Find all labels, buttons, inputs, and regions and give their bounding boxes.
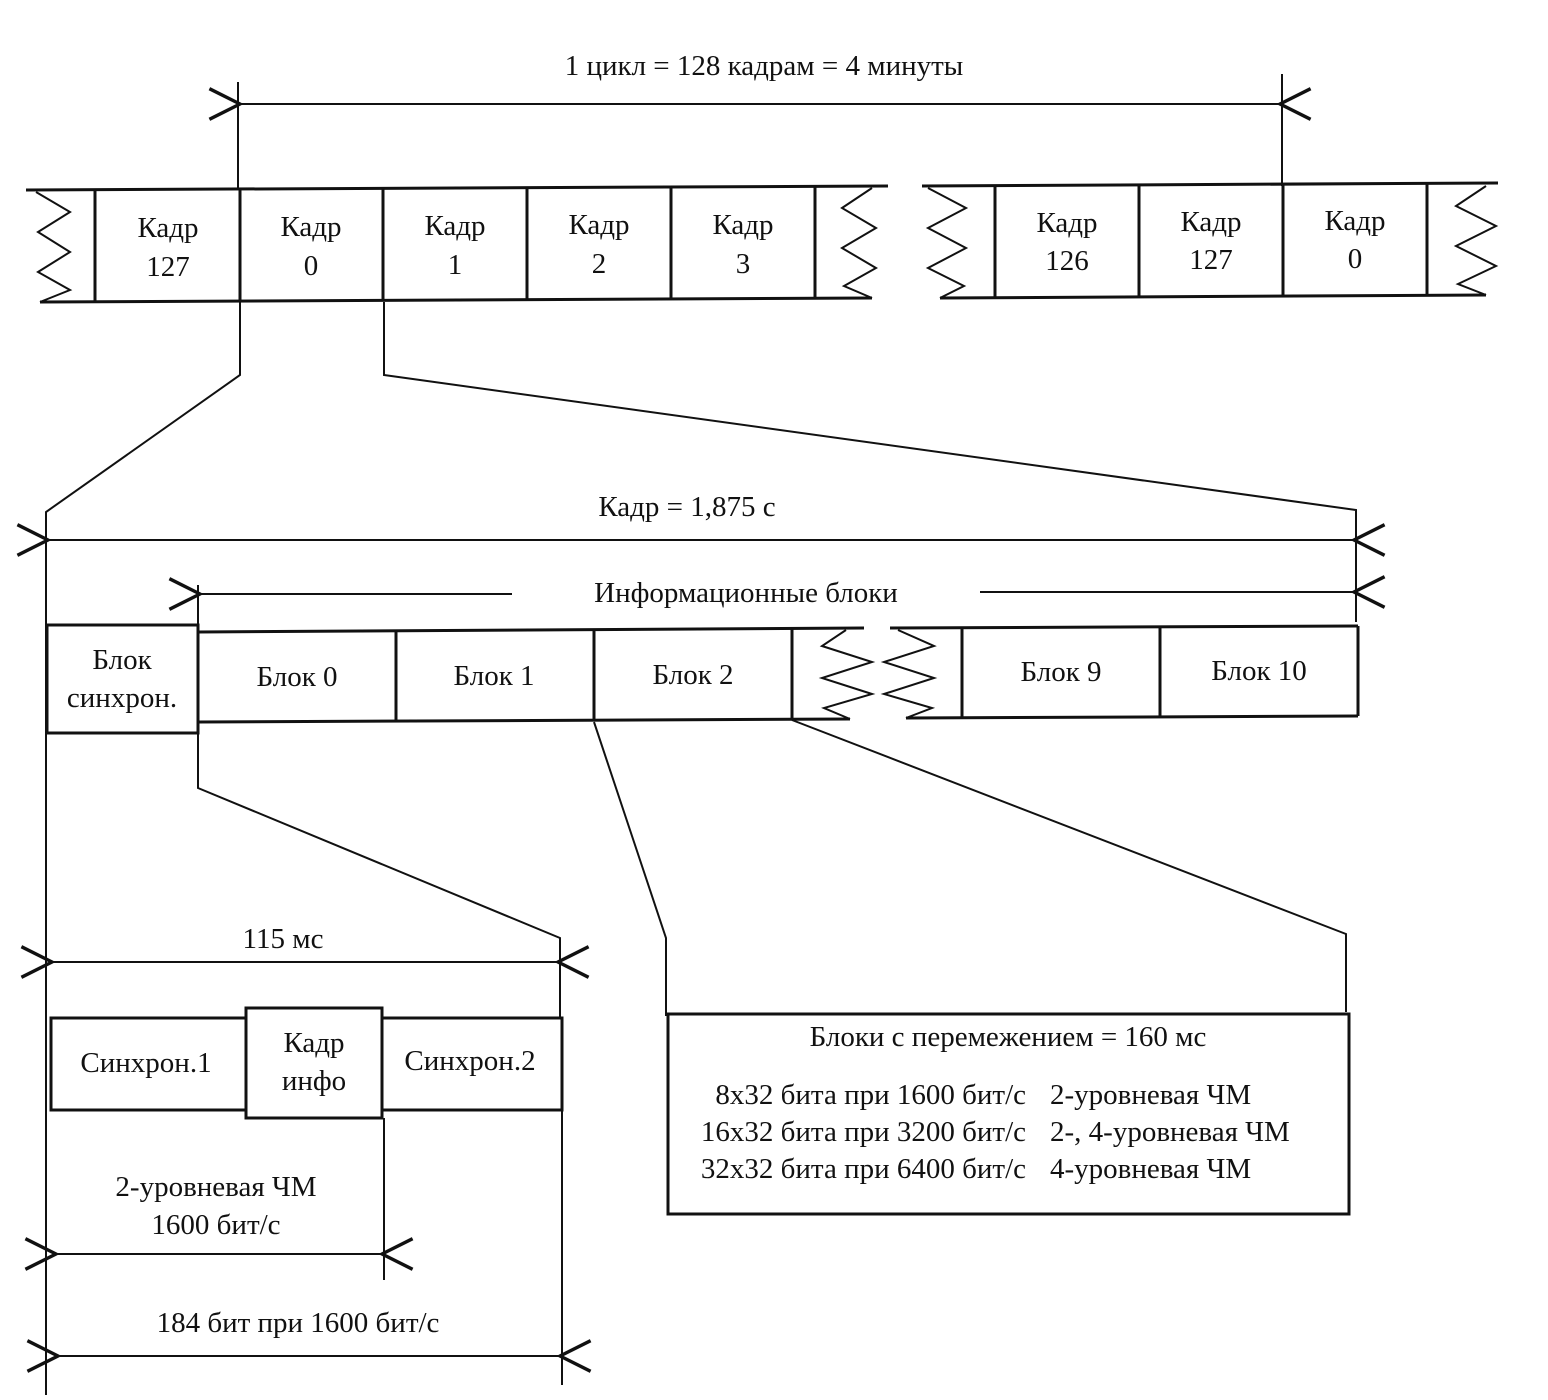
blocks-strip-left: Блок 0 Блок 1 Блок 2 xyxy=(197,626,876,724)
bits-dimension: 184 бит при 1600 бит/с xyxy=(58,1110,562,1385)
info-blocks-dimension: Информационные блоки xyxy=(198,577,1354,628)
frames-strip-right: Кадр 126 Кадр 127 Кадр 0 xyxy=(921,181,1499,300)
interleave-title: Блоки с перемежением = 160 мс xyxy=(810,1021,1207,1053)
cycle-dimension: 1 цикл = 128 кадрам = 4 минуты xyxy=(238,50,1282,190)
frame-cell: Кадр 2 xyxy=(568,209,629,280)
blocks-strip-right: Блок 9 Блок 10 xyxy=(880,624,1360,720)
frame-cell: Кадр 3 xyxy=(712,209,773,280)
frame-cell: Кадр 127 xyxy=(137,212,198,283)
frame-number: 0 xyxy=(304,250,319,282)
sync-block-label-2: синхрон. xyxy=(67,682,177,714)
block-expansion-lines xyxy=(197,719,1347,1018)
sync-detail: Синхрон.1 Кадр инфо Синхрон.2 xyxy=(49,1006,564,1120)
modulation-dimension: 2-уровневая ЧМ 1600 бит/с xyxy=(56,1118,384,1280)
frame-cell: Кадр 1 xyxy=(424,210,485,281)
block-label: Блок 9 xyxy=(1020,656,1101,688)
frame-cell: Кадр 127 xyxy=(1180,206,1241,276)
frame-duration-label: Кадр = 1,875 с xyxy=(598,491,775,523)
frame-label: Кадр xyxy=(137,212,198,244)
frame-cell: Кадр 0 xyxy=(1324,205,1385,275)
frame-duration-dimension: Кадр = 1,875 с xyxy=(48,491,1354,540)
frame-number: 1 xyxy=(448,249,463,281)
interleave-bits: 8x32 бита при 1600 бит/с xyxy=(715,1079,1026,1111)
sync-block: Блок синхрон. xyxy=(45,623,200,735)
block-label: Блок 2 xyxy=(652,659,733,691)
cycle-label: 1 цикл = 128 кадрам = 4 минуты xyxy=(565,50,964,82)
frame-label: Кадр xyxy=(1180,206,1241,238)
bits-label: 184 бит при 1600 бит/с xyxy=(157,1307,440,1339)
block-label: Блок 1 xyxy=(453,660,534,692)
frame-label: Кадр xyxy=(424,210,485,242)
block-label: Блок 10 xyxy=(1211,655,1307,687)
frame-cell: Кадр 126 xyxy=(1036,207,1097,277)
interleave-bits: 32x32 бита при 6400 бит/с xyxy=(701,1153,1026,1185)
modulation-rate-label: 1600 бит/с xyxy=(151,1209,280,1241)
frame-cell: Кадр 0 xyxy=(280,211,341,282)
frame-label: Кадр xyxy=(712,209,773,241)
interleave-bits: 16x32 бита при 3200 бит/с xyxy=(701,1116,1026,1148)
frame-number: 0 xyxy=(1348,243,1363,275)
frame-label: Кадр xyxy=(280,211,341,243)
frame-number: 127 xyxy=(1189,244,1233,276)
frame-info-label-2: инфо xyxy=(282,1065,346,1097)
sync-duration-dimension: 115 мс xyxy=(52,923,558,962)
interleave-box: Блоки с перемежением = 160 мс 8x32 бита … xyxy=(666,1012,1351,1216)
frame-number: 127 xyxy=(146,251,190,283)
frame-label: Кадр xyxy=(568,209,629,241)
sync1-label: Синхрон.1 xyxy=(80,1047,211,1079)
interleave-modulation: 4-уровневая ЧМ xyxy=(1050,1153,1251,1185)
block-label: Блок 0 xyxy=(256,661,337,693)
frame-number: 2 xyxy=(592,248,607,280)
info-blocks-label: Информационные блоки xyxy=(594,577,898,609)
interleave-modulation: 2-уровневая ЧМ xyxy=(1050,1079,1251,1111)
frame-number: 126 xyxy=(1045,245,1089,277)
sync-block-label: Блок xyxy=(92,644,152,676)
frame-info-label: Кадр xyxy=(283,1027,344,1059)
sync-duration-label: 115 мс xyxy=(243,923,324,955)
modulation-label: 2-уровневая ЧМ xyxy=(115,1171,316,1203)
interleave-modulation: 2-, 4-уровневая ЧМ xyxy=(1050,1116,1290,1148)
frame-label: Кадр xyxy=(1036,207,1097,239)
frame-label: Кадр xyxy=(1324,205,1385,237)
sync2-label: Синхрон.2 xyxy=(404,1045,535,1077)
frames-strip-left: Кадр 127 Кадр 0 Кадр 1 Кадр 2 Кадр 3 xyxy=(25,184,889,304)
frame-number: 3 xyxy=(736,248,751,280)
